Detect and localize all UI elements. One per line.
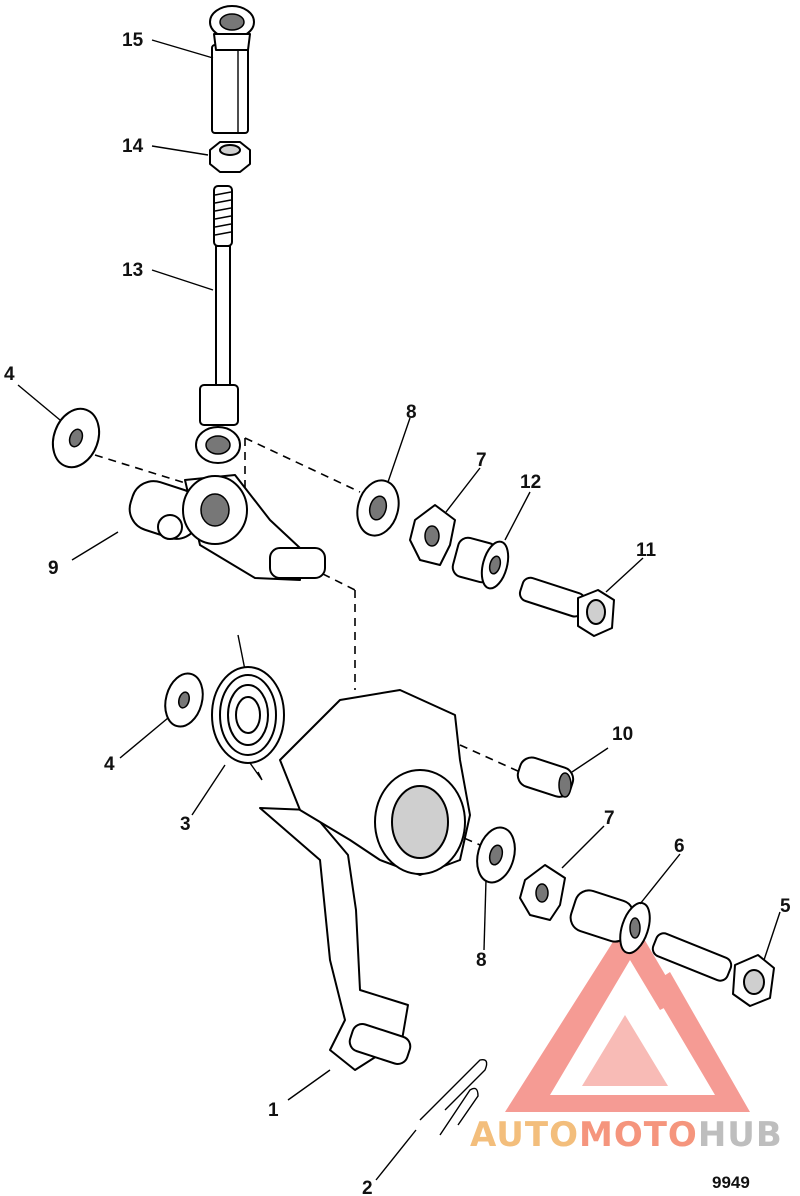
svg-text:AUTOMOTOHUB: AUTOMOTOHUB bbox=[470, 1115, 783, 1155]
callout-12: 12 bbox=[520, 472, 541, 493]
callout-8-lower: 8 bbox=[476, 950, 487, 971]
part-11-bolt bbox=[518, 576, 615, 637]
part-8-washer-lower bbox=[476, 826, 516, 884]
part-4-washer-upper bbox=[51, 407, 101, 469]
callout-8-upper: 8 bbox=[406, 402, 417, 423]
callout-7-lower: 7 bbox=[604, 808, 615, 829]
part-7-wave-washer-upper bbox=[409, 504, 456, 566]
callout-10: 10 bbox=[612, 724, 633, 745]
callout-4-lower: 4 bbox=[104, 754, 115, 775]
callout-14: 14 bbox=[122, 136, 144, 157]
callout-labels: 15 14 13 4 9 8 7 12 11 4 3 10 7 6 5 8 1 … bbox=[4, 30, 791, 1196]
part-12-bushing bbox=[451, 536, 510, 590]
callout-5: 5 bbox=[780, 896, 791, 917]
watermark-logo-icon bbox=[505, 915, 750, 1112]
leader-lines bbox=[17, 39, 781, 1181]
watermark: AUTOMOTOHUB bbox=[470, 1115, 783, 1155]
part-5-bolt bbox=[651, 932, 775, 1007]
part-14-hex-nut bbox=[209, 141, 251, 173]
part-2-hairpin-cotter bbox=[419, 1059, 488, 1136]
part-13-link-rod bbox=[195, 185, 241, 464]
callout-1: 1 bbox=[268, 1100, 279, 1121]
part-15-rod-end bbox=[209, 5, 255, 134]
part-4-washer-lower bbox=[164, 672, 204, 728]
callout-15: 15 bbox=[122, 30, 144, 51]
part-8-washer-upper bbox=[356, 479, 400, 537]
part-10-spacer bbox=[516, 756, 575, 798]
figure-number: 9949 bbox=[712, 1173, 750, 1192]
part-7-wave-washer-lower bbox=[519, 864, 566, 921]
watermark-auto: AUTO bbox=[470, 1115, 579, 1155]
callout-3: 3 bbox=[180, 814, 191, 835]
part-9-shift-shaft-lever bbox=[128, 474, 326, 581]
callout-4-upper: 4 bbox=[4, 364, 15, 385]
part-3-torsion-spring bbox=[211, 634, 285, 781]
callout-2: 2 bbox=[362, 1178, 373, 1196]
callout-7-upper: 7 bbox=[476, 450, 487, 471]
callout-9: 9 bbox=[48, 558, 59, 579]
callout-13: 13 bbox=[122, 260, 143, 281]
watermark-moto: MOTO bbox=[579, 1115, 698, 1155]
part-6-bushing bbox=[569, 889, 651, 955]
part-1-shift-lever-bracket bbox=[259, 689, 471, 1071]
watermark-hub: HUB bbox=[698, 1115, 783, 1155]
callout-6: 6 bbox=[674, 836, 685, 857]
callout-11: 11 bbox=[636, 540, 657, 561]
